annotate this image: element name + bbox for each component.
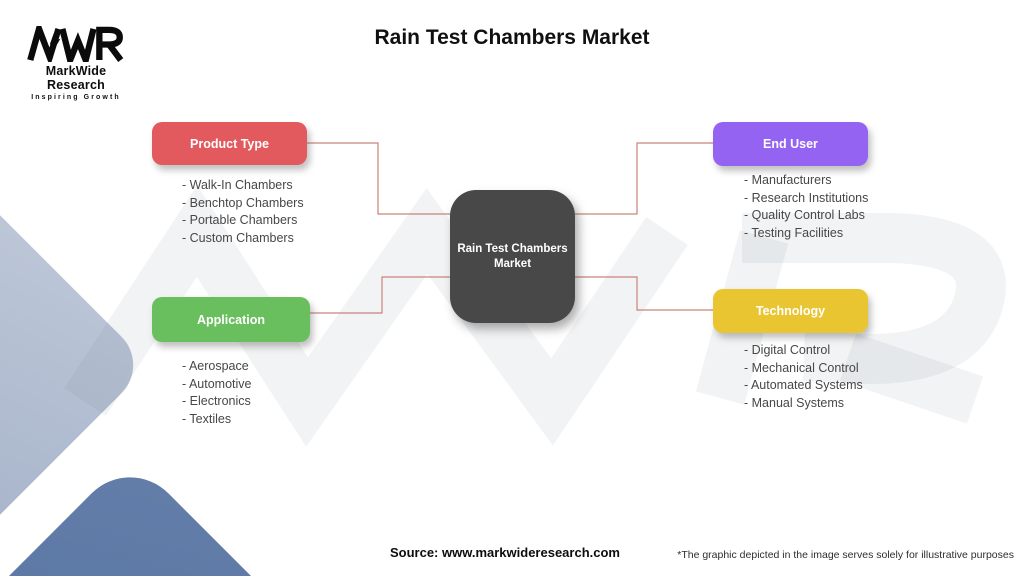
- technology-item-list: - Digital Control - Mechanical Control -…: [744, 342, 863, 412]
- center-node-label-line1: Rain Test Chambers: [457, 242, 568, 255]
- logo-brand-text: MarkWide Research: [45, 64, 107, 92]
- page-title: Rain Test Chambers Market: [374, 26, 650, 49]
- branch-box-technology[interactable]: Technology: [713, 289, 868, 333]
- list-item: - Quality Control Labs: [744, 208, 865, 222]
- watermark-mw-zigzag: [64, 185, 688, 447]
- list-item: - Benchtop Chambers: [182, 195, 304, 210]
- markwide-research-logo: MarkWide Research Inspiring Growth: [20, 26, 132, 101]
- list-item: - Digital Control: [744, 343, 831, 357]
- list-item: - Testing Facilities: [744, 225, 844, 240]
- center-node-rain-test-chambers-market[interactable]: Rain Test Chambers Market: [450, 190, 575, 323]
- watermark-r-leg: [839, 333, 984, 424]
- mwr-monogram-icon: [27, 26, 124, 62]
- list-item: - Portable Chambers: [182, 213, 298, 227]
- connector-application: [310, 276, 450, 314]
- branch-box-end-user[interactable]: End User: [713, 122, 868, 166]
- connector-product-type: [307, 142, 450, 215]
- list-item: - Manual Systems: [744, 395, 845, 410]
- branch-label-product-type: Product Type: [190, 136, 269, 151]
- watermark-r-bowl: [742, 213, 1006, 384]
- list-item: - Custom Chambers: [182, 230, 294, 245]
- center-node-label-line2: Market: [493, 257, 532, 270]
- list-item: - Manufacturers: [744, 173, 832, 187]
- branch-box-application[interactable]: Application: [152, 297, 310, 342]
- disclaimer-text: *The graphic depicted in the image serve…: [677, 549, 1014, 561]
- list-item: - Automotive: [182, 376, 252, 391]
- logo-tagline-text: Inspiring Growth: [31, 94, 121, 101]
- list-item: - Aerospace: [182, 359, 249, 373]
- connector-end-user: [575, 142, 713, 215]
- branch-label-technology: Technology: [755, 304, 826, 318]
- branch-label-application: Application: [196, 312, 266, 327]
- product-type-item-list: - Walk-In Chambers - Benchtop Chambers -…: [182, 177, 304, 247]
- list-item: - Automated Systems: [744, 378, 863, 392]
- source-text: Source: www.markwideresearch.com: [389, 545, 620, 560]
- branch-label-end-user: End User: [763, 137, 818, 151]
- list-item: - Textiles: [182, 411, 232, 426]
- list-item: - Electronics: [182, 394, 251, 408]
- branch-box-product-type[interactable]: Product Type: [152, 122, 307, 165]
- list-item: - Mechanical Control: [744, 360, 859, 375]
- list-item: - Research Institutions: [744, 190, 869, 205]
- connector-technology: [575, 276, 713, 311]
- list-item: - Walk-In Chambers: [182, 178, 293, 192]
- application-item-list: - Aerospace - Automotive - Electronics -…: [182, 358, 251, 428]
- end-user-item-list: - Manufacturers - Research Institutions …: [744, 172, 868, 242]
